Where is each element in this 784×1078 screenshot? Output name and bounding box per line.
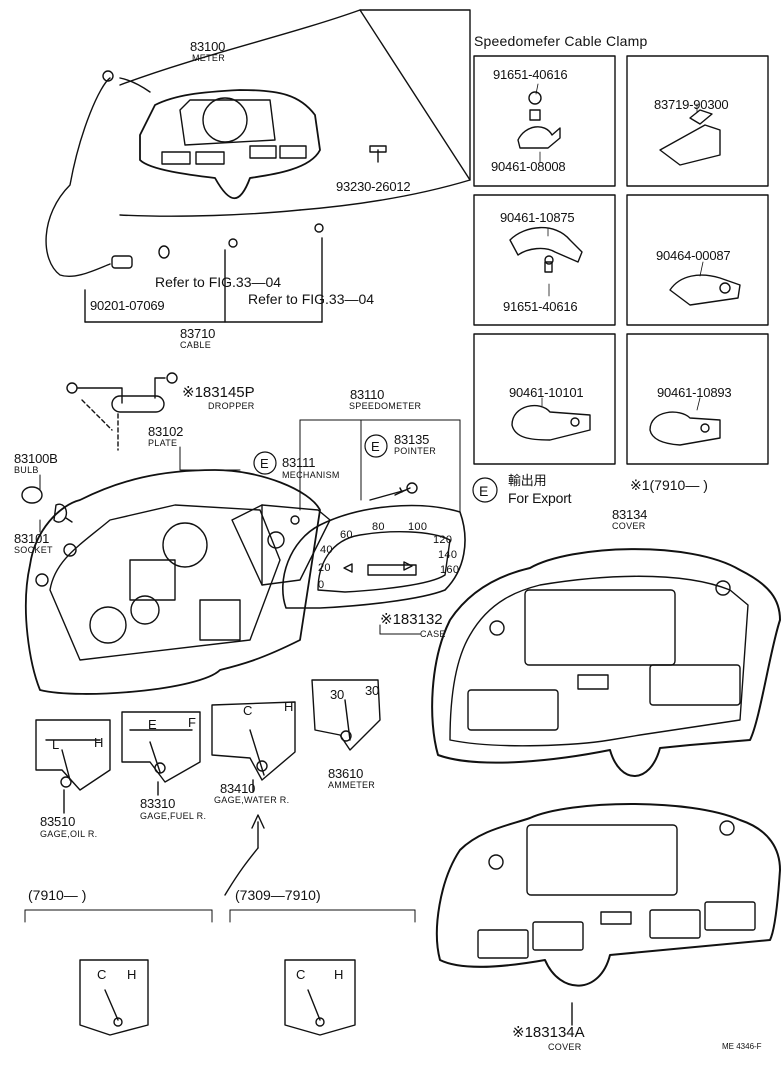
socket-part-name: SOCKET bbox=[14, 545, 53, 555]
clamp-part-8: 90461-10893 bbox=[657, 385, 732, 400]
dial-numeral: 80 bbox=[372, 521, 385, 533]
meter-part-number: 83100 bbox=[190, 39, 226, 54]
oil-gauge-part-name: GAGE,OIL R. bbox=[40, 829, 98, 839]
speedometer-part-number: 83110 bbox=[350, 387, 385, 402]
range-brackets bbox=[24, 909, 416, 923]
ammeter-mark-left: 30 bbox=[330, 687, 345, 702]
cover-date-note: ※1(7910— ) bbox=[630, 477, 708, 493]
callout-lines bbox=[39, 419, 461, 635]
dial-numeral: 120 bbox=[433, 534, 453, 546]
mechanism-export-mark: E bbox=[260, 456, 269, 471]
range-label-1: (7910— ) bbox=[28, 887, 87, 903]
water-gauge-part-name: GAGE,WATER R. bbox=[214, 795, 290, 805]
speedometer-cable bbox=[45, 70, 387, 277]
mechanism-part-name: MECHANISM bbox=[282, 470, 340, 480]
clamp-part-4: 90461-10875 bbox=[500, 210, 575, 225]
bulb-part-number: 83100B bbox=[14, 451, 58, 466]
cover-part-name: COVER bbox=[612, 521, 646, 531]
variant1-mark-h: H bbox=[127, 967, 137, 982]
fuel-gauge-part-name: GAGE,FUEL R. bbox=[140, 811, 207, 821]
fuel-gauge-mark-f: F bbox=[188, 715, 196, 730]
variant2-mark-c: C bbox=[296, 967, 306, 982]
refer-note-1: Refer to FIG.33—04 bbox=[155, 274, 282, 290]
screw-part-number: 93230-26012 bbox=[336, 179, 411, 194]
dial-numeral: 60 bbox=[340, 529, 353, 541]
dropper-harness bbox=[66, 372, 178, 451]
mechanism-part-number: 83111 bbox=[282, 455, 316, 470]
clamp-part-1: 91651-40616 bbox=[493, 67, 568, 82]
ammeter-part-name: AMMETER bbox=[328, 780, 376, 790]
gauge-oil bbox=[35, 719, 111, 814]
gauge-fuel bbox=[121, 711, 201, 796]
export-legend-mark: E bbox=[479, 483, 489, 499]
range-label-2: (7309—7910) bbox=[235, 887, 321, 903]
dial-numeral: 140 bbox=[438, 549, 458, 561]
gauge-variant-7910 bbox=[79, 959, 149, 1036]
dropper-part-number: ※183145P bbox=[182, 384, 255, 401]
pointer-export-mark: E bbox=[371, 439, 380, 454]
pointer-part-number: 83135 bbox=[394, 432, 430, 447]
clamp-part-3: 83719-90300 bbox=[654, 97, 729, 112]
cable-part-number: 83710 bbox=[180, 326, 216, 341]
dial-numeral: 20 bbox=[318, 562, 331, 574]
clamp-part-2: 90461-08008 bbox=[491, 159, 566, 174]
case-part-number: ※183132 bbox=[380, 611, 443, 628]
plate-part-name: PLATE bbox=[148, 438, 178, 448]
cable-part-name: CABLE bbox=[180, 340, 212, 350]
dial-numeral: 0 bbox=[318, 579, 325, 591]
gauge-ammeter bbox=[311, 679, 381, 751]
clamp-section-title: Speedomefer Cable Clamp bbox=[474, 33, 648, 49]
cover-lower bbox=[435, 803, 781, 1026]
mounting-plate bbox=[25, 469, 321, 695]
water-gauge-part-number: 83410 bbox=[220, 781, 256, 796]
cover-a-part-name: COVER bbox=[548, 1042, 582, 1052]
water-gauge-mark-h: H bbox=[284, 699, 294, 714]
gauge-variant-7309 bbox=[284, 959, 356, 1036]
meter-assembly bbox=[139, 89, 321, 199]
speedometer-part-name: SPEEDOMETER bbox=[349, 401, 422, 411]
dropper-part-name: DROPPER bbox=[208, 401, 255, 411]
water-gauge-mark-c: C bbox=[243, 703, 253, 718]
dashboard-panel bbox=[119, 9, 471, 217]
export-circles bbox=[253, 434, 498, 503]
bulb-socket bbox=[21, 486, 73, 523]
clamp-boxes bbox=[473, 55, 769, 465]
variant1-mark-c: C bbox=[97, 967, 107, 982]
export-legend-jp: 輸出用 bbox=[508, 473, 547, 488]
dial-numeral: 160 bbox=[440, 564, 460, 576]
cover-a-part-number: ※183134A bbox=[512, 1024, 585, 1041]
oil-gauge-mark-l: L bbox=[52, 737, 60, 752]
diagram-code: ME 4346-F bbox=[722, 1042, 762, 1051]
dial-numeral: 40 bbox=[320, 544, 333, 556]
clamp-leaders bbox=[535, 83, 704, 411]
bulb-part-name: BULB bbox=[14, 465, 39, 475]
gauge-water bbox=[211, 701, 296, 896]
plate-part-number: 83102 bbox=[148, 424, 184, 439]
export-legend-en: For Export bbox=[508, 490, 572, 506]
cover-upper bbox=[431, 548, 781, 777]
variant2-mark-h: H bbox=[334, 967, 344, 982]
socket-part-number: 83101 bbox=[14, 531, 50, 546]
fuel-gauge-mark-e: E bbox=[148, 717, 157, 732]
clamp-part-6: 90464-00087 bbox=[656, 248, 731, 263]
clamp-part-7: 90461-10101 bbox=[509, 385, 584, 400]
meter-part-name: METER bbox=[192, 53, 225, 63]
pointer-part-name: POINTER bbox=[394, 446, 437, 456]
cable-bracket bbox=[84, 237, 323, 323]
ammeter-mark-right: 30 bbox=[365, 683, 380, 698]
clamp-part-5: 91651-40616 bbox=[503, 299, 578, 314]
oil-gauge-part-number: 83510 bbox=[40, 814, 76, 829]
dial-numeral: 100 bbox=[408, 521, 428, 533]
clamp-illustrations bbox=[509, 91, 741, 446]
ammeter-part-number: 83610 bbox=[328, 766, 364, 781]
oil-gauge-mark-h: H bbox=[94, 735, 104, 750]
fuel-gauge-part-number: 83310 bbox=[140, 796, 176, 811]
washer-part-number: 90201-07069 bbox=[90, 298, 165, 313]
refer-note-2: Refer to FIG.33—04 bbox=[248, 291, 375, 307]
cover-part-number: 83134 bbox=[612, 507, 648, 522]
speedometer-pointer bbox=[369, 482, 418, 501]
case-part-name: CASE bbox=[420, 629, 446, 639]
